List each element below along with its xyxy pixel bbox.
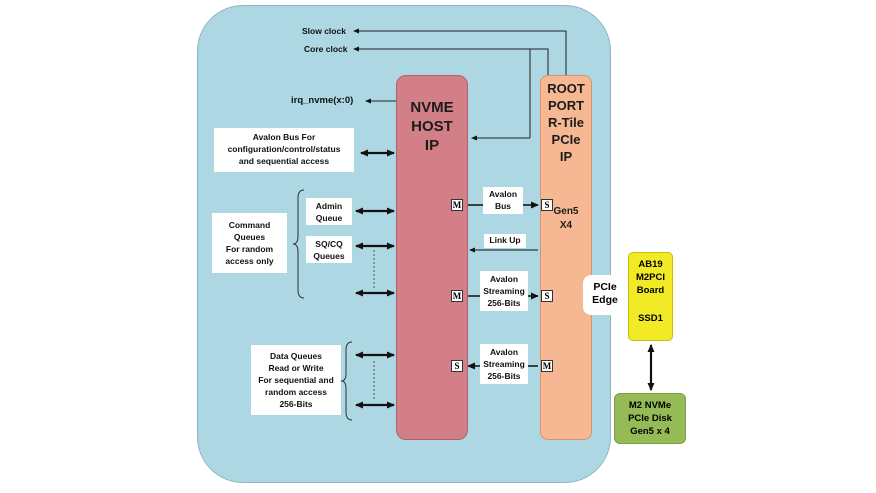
nvme-host-ip-line: NVME: [410, 99, 454, 116]
command-queues-line: access only: [225, 256, 274, 266]
avalon-streaming-line: Avalon: [489, 347, 519, 357]
x4-label: X4: [559, 220, 573, 231]
avalon-streaming-line: 256-Bits: [487, 371, 521, 381]
data-queues-line: 256-Bits: [279, 399, 313, 409]
m2-disk-line: PCIe Disk: [628, 413, 672, 424]
ab19-line: AB19: [638, 259, 663, 270]
irq-label: irq_nvme(x:0): [291, 95, 354, 106]
avalon-config-line: Avalon Bus For: [252, 132, 316, 142]
sq-cq-line: Queues: [313, 251, 345, 261]
slow-clock-label: Slow clock: [302, 26, 346, 36]
avalon-streaming-line: Streaming: [483, 359, 525, 369]
slave-tag: S: [541, 199, 553, 211]
data-queues-line: Read or Write: [268, 363, 324, 373]
data-queues-box: Data Queues Read or Write For sequential…: [251, 345, 341, 415]
ab19-line: M2PCI: [635, 272, 666, 283]
avalon-config-box: Avalon Bus For configuration/control/sta…: [214, 128, 354, 172]
root-port-ip-block: ROOT PORT R-Tile PCIe IP Gen5 X4: [540, 75, 592, 440]
slave-tag: S: [451, 360, 463, 372]
admin-queue-box: Admin Queue: [306, 198, 352, 225]
sq-cq-line: SQ/CQ: [315, 239, 343, 249]
avalon-streaming-line: Streaming: [483, 286, 525, 296]
slow-clock-arrow: [353, 28, 567, 75]
data-queues-line: For sequential and: [258, 375, 334, 385]
master-tag: M: [451, 199, 463, 211]
command-queues-line: Command: [228, 220, 271, 230]
master-tag: M: [541, 360, 553, 372]
avalon-streaming-line: Avalon: [489, 274, 519, 284]
sq-cq-queues-box: SQ/CQ Queues: [306, 236, 352, 263]
root-port-line: PCIe: [551, 132, 581, 147]
data-queues-brace: [340, 341, 353, 421]
pcie-edge-block: PCIe Edge: [583, 275, 627, 315]
admin-queue-line: Queue: [315, 213, 343, 223]
root-port-line: ROOT: [547, 81, 585, 96]
root-to-nvme-arrow: [471, 49, 531, 141]
admin-queue-line: Admin: [315, 201, 343, 211]
nvme-host-ip-block: NVME HOST IP: [396, 75, 468, 440]
command-queues-line: Queues: [233, 232, 266, 242]
root-port-line: PORT: [547, 98, 585, 113]
root-port-line: IP: [559, 149, 573, 164]
avalon-streaming-1-label: Avalon Streaming 256-Bits: [480, 271, 528, 311]
command-queues-brace: [292, 189, 305, 299]
m2-disk-line: M2 NVMe: [628, 400, 672, 411]
command-queues-line: For random: [225, 244, 274, 254]
pcie-edge-line: Edge: [592, 294, 618, 306]
avalon-bus-line: Avalon: [488, 189, 518, 199]
avalon-config-line: configuration/control/status: [227, 144, 341, 154]
ab19-line: Board: [636, 285, 665, 296]
nvme-host-ip-line: HOST: [411, 118, 453, 135]
ssd1-label: SSD1: [638, 313, 663, 324]
link-up-label: Link Up: [484, 234, 526, 248]
command-queues-box: Command Queues For random access only: [212, 213, 287, 273]
avalon-bus-line: Bus: [494, 201, 512, 211]
avalon-streaming-2-label: Avalon Streaming 256-Bits: [480, 344, 528, 384]
pcie-edge-line: PCIe: [593, 281, 617, 293]
avalon-streaming-line: 256-Bits: [487, 298, 521, 308]
avalon-bus-label: Avalon Bus: [483, 187, 523, 214]
m2-nvme-disk-block: M2 NVMe PCIe Disk Gen5 x 4: [614, 393, 686, 444]
root-port-line: R-Tile: [548, 115, 584, 130]
core-clock-label: Core clock: [304, 44, 348, 54]
nvme-host-ip-line: IP: [424, 137, 440, 154]
master-tag: M: [451, 290, 463, 302]
m2-disk-line: Gen5 x 4: [630, 426, 670, 437]
gen5-label: Gen5: [553, 206, 579, 217]
slave-tag: S: [541, 290, 553, 302]
avalon-config-line: and sequential access: [238, 156, 330, 166]
data-queues-line: random access: [265, 387, 327, 397]
ab19-board-block: AB19 M2PCI Board SSD1: [628, 252, 673, 341]
data-queues-line: Data Queues: [270, 351, 322, 361]
core-clock-arrow: [353, 46, 549, 75]
